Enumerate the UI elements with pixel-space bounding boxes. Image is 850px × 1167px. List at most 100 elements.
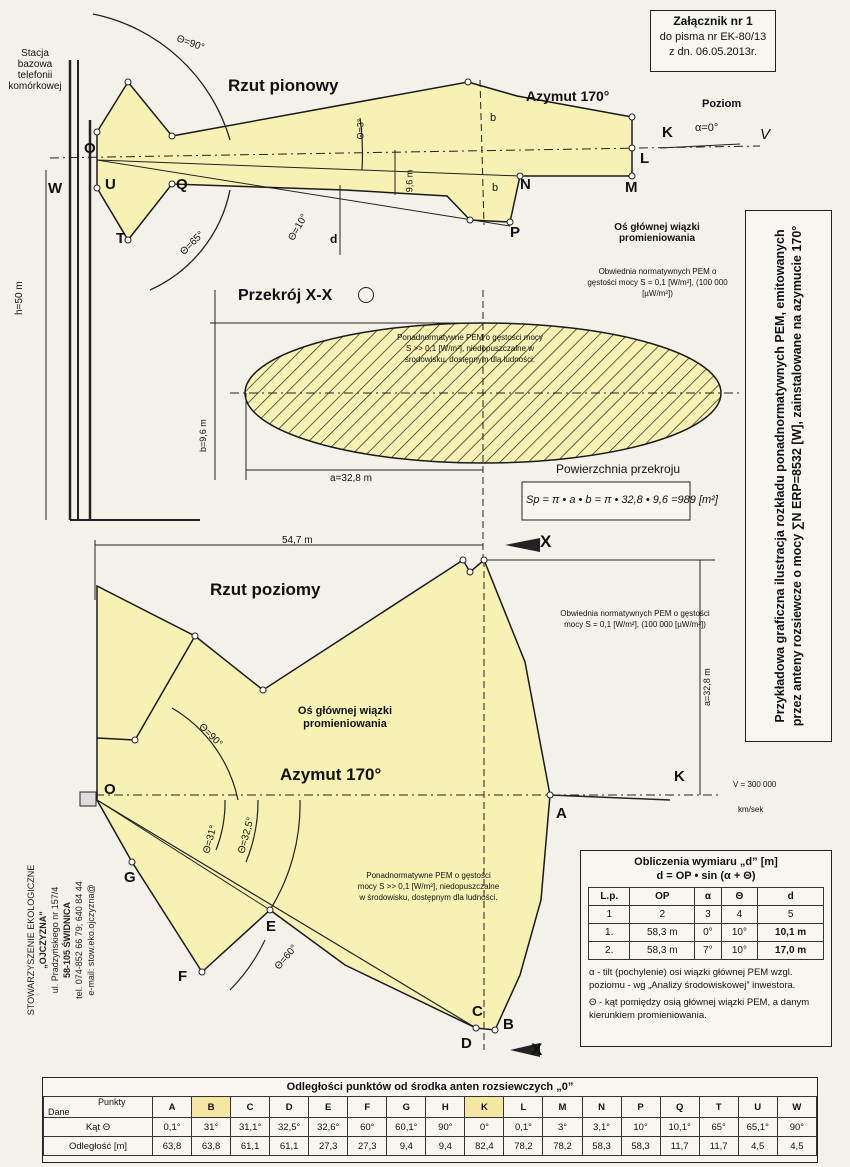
calc-header-lp: L.p.: [587, 887, 631, 906]
point-E: E: [266, 918, 277, 935]
point-U: U: [105, 176, 116, 193]
angle-cell: 0,1°: [503, 1117, 544, 1137]
point-header-E: E: [308, 1096, 349, 1118]
angle-cell: 32,5°: [269, 1117, 310, 1137]
distance-cell: 4,5: [776, 1136, 818, 1156]
stamp-line2: „OJCZYZNA”: [37, 911, 48, 969]
header-points: Punkty: [98, 1097, 126, 1107]
horizontal-view: [79, 540, 720, 1050]
distance-cell: 82,4: [464, 1136, 505, 1156]
horizontal-azimuth: Azymut 170°: [280, 765, 382, 784]
distance-cell: 9,4: [386, 1136, 427, 1156]
calc-note-theta: Θ - kąt pomiędzy osią głównej wiązki PEM…: [589, 997, 810, 1021]
distance-cell: 63,8: [151, 1136, 193, 1156]
alpha-label: α=0°: [695, 122, 719, 134]
distance-cell: 78,2: [503, 1136, 544, 1156]
cross-section-title: Przekrój X-X: [238, 287, 333, 304]
calc-cell: 10°: [720, 941, 759, 960]
cross-section-pem-note: Ponadnormatywne PEM o gęstości mocy S >>…: [397, 333, 543, 364]
attachment-ref: do pisma nr EK-80/13: [659, 31, 767, 43]
point-header-B: B: [191, 1096, 232, 1118]
point-O-vertical: O: [84, 140, 96, 157]
point-header-F: F: [347, 1096, 388, 1118]
point-header-H: H: [425, 1096, 466, 1118]
calc-colnum: 4: [720, 905, 759, 924]
point-header-W: W: [776, 1096, 818, 1118]
point-K-horizontal: K: [674, 768, 685, 785]
horizontal-a-dimension: a=32,8 m: [702, 668, 712, 706]
calculation-box: Obliczenia wymiaru „d” [m] d = OP • sin …: [580, 850, 832, 1047]
point-O-horizontal: O: [104, 781, 116, 798]
calc-cell: 58,3 m: [629, 941, 696, 960]
b-label-top: b: [490, 112, 497, 124]
point-C: C: [472, 1003, 483, 1020]
angle-cell: 60°: [347, 1117, 388, 1137]
vertical-envelope: [96, 80, 633, 242]
organization-stamp: STOWARZYSZENIE EKOLOGICZNE „OJCZYZNA” ul…: [18, 835, 103, 1045]
calc-title: Obliczenia wymiaru „d” [m]: [634, 856, 778, 868]
calc-cell: 1.: [587, 923, 631, 942]
distances-title: Odległości punktów od środka anten rozsi…: [286, 1081, 574, 1093]
distance-cell: 63,8: [191, 1136, 232, 1156]
calc-cell: 10°: [720, 923, 759, 942]
point-header-L: L: [503, 1096, 544, 1118]
angle-cell: 3°: [542, 1117, 583, 1137]
angle-cell: 0,1°: [151, 1117, 193, 1137]
point-B: B: [503, 1016, 514, 1033]
side-title-box: Przykładowa graficzna ilustracja rozkład…: [745, 210, 832, 742]
point-header-A: A: [151, 1096, 193, 1118]
distance-cell: 61,1: [269, 1136, 310, 1156]
calc-header-theta: Θ: [720, 887, 759, 906]
x-mark-top: X: [540, 532, 552, 551]
point-L: L: [640, 150, 650, 167]
point-W: W: [48, 180, 63, 197]
dim-54-7: 54,7 m: [282, 535, 313, 546]
calc-row: 1. 58,3 m 0° 10° 10,1 m: [587, 923, 824, 942]
stamp-line3: ul. Pradzyńskiego nr 157/4: [49, 886, 60, 994]
calc-table: L.p. OP α Θ d 1 2 3 4 5 1. 58,3 m 0° 10°…: [587, 887, 824, 960]
angle-cell: 10,1°: [659, 1117, 700, 1137]
point-header-D: D: [269, 1096, 310, 1118]
cross-section: [95, 290, 740, 1057]
station-label: Stacja bazowa telefonii komórkowej: [8, 48, 62, 92]
area-formula: Sp = π • a • b = π • 32,8 • 9,6 =989 [m²…: [526, 494, 718, 506]
point-K-vertical: K: [662, 124, 673, 141]
point-M: M: [625, 179, 638, 196]
b-label-bottom: b: [492, 182, 499, 194]
theta-3-label: Θ=3°: [355, 118, 366, 140]
calc-colnum: 1: [587, 905, 631, 924]
vertical-view: [45, 13, 761, 521]
distance-cell: 61,1: [230, 1136, 271, 1156]
point-Q: Q: [176, 176, 188, 193]
b-dimension: b=9,6 m: [198, 419, 208, 452]
height-label: h=50 m: [14, 281, 25, 315]
distance-cell: 78,2: [542, 1136, 583, 1156]
vertical-axis-note: Oś głównej wiązki promieniowania: [614, 222, 700, 244]
angle-cell: 60,1°: [386, 1117, 427, 1137]
calc-header-alpha: α: [694, 887, 722, 906]
point-header-C: C: [230, 1096, 271, 1118]
stamp-line5: tel. 074-852 66 79; 640 84 44: [73, 881, 84, 999]
point-N: N: [520, 176, 531, 193]
calc-header-d: d: [757, 887, 824, 906]
distance-cell: 58,3: [581, 1136, 622, 1156]
distance-row-label: Odległość [m]: [43, 1136, 153, 1156]
point-header-T: T: [698, 1096, 739, 1118]
stamp-line6: e-mail: stow.eko.ojczyzna@: [85, 884, 96, 996]
attachment-box: Załącznik nr 1 do pisma nr EK-80/13 z dn…: [650, 10, 776, 72]
x-mark-bottom: X: [531, 1040, 543, 1059]
point-T: T: [116, 230, 126, 247]
d-label: d: [330, 232, 338, 246]
distance-cell: 9,4: [425, 1136, 466, 1156]
cross-section-symbol: [358, 287, 374, 303]
calc-cell: 7°: [694, 941, 722, 960]
angle-cell: 90°: [776, 1117, 818, 1137]
point-D: D: [461, 1035, 472, 1052]
angle-cell: 31,1°: [230, 1117, 271, 1137]
calc-colnum: 2: [629, 905, 696, 924]
point-P: P: [510, 224, 521, 241]
angle-cell: 3,1°: [581, 1117, 622, 1137]
calc-colnum: 5: [757, 905, 824, 924]
